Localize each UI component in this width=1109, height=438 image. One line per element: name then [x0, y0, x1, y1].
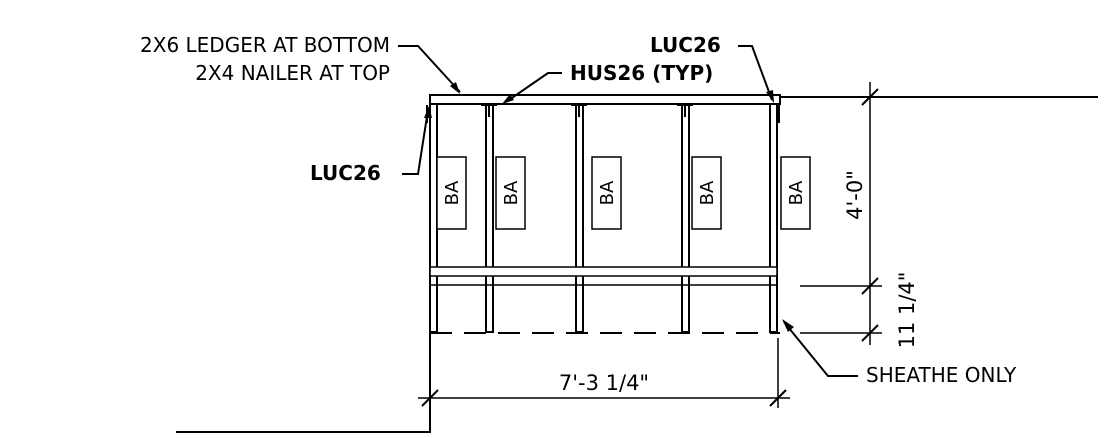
block-ba-box — [436, 156, 467, 230]
rim-board — [429, 266, 778, 277]
sheathe-label: SHEATHE ONLY — [866, 363, 1017, 387]
leader-line — [398, 45, 461, 93]
hanger — [481, 104, 497, 117]
luc-top-callout: LUC26 — [650, 33, 774, 103]
luc-left-label: LUC26 — [310, 161, 381, 185]
block-ba-box — [780, 156, 811, 230]
block-ba-label: BA — [597, 180, 618, 205]
sheathe-callout: SHEATHE ONLY — [782, 319, 1017, 387]
block-ba-box — [591, 156, 622, 230]
block-ba-box — [691, 156, 722, 230]
bottom-step-line — [176, 333, 431, 433]
height-dimension-text: 4'-0" — [843, 170, 867, 220]
tick-mark — [769, 389, 787, 407]
joist — [485, 103, 494, 333]
height-dimension: 4'-0" 11 1/4" — [800, 82, 919, 348]
blocking: BA BA BA BA BA — [436, 156, 811, 230]
ledger-callout: 2X6 LEDGER AT BOTTOM 2X4 NAILER AT TOP — [140, 33, 461, 94]
ledger-nailer — [429, 94, 781, 105]
block-ba-label: BA — [786, 180, 807, 205]
joist — [769, 103, 778, 333]
hanger — [677, 104, 693, 117]
sub-height-dimension-text: 11 1/4" — [895, 272, 919, 349]
width-dimension: 7'-3 1/4" — [418, 338, 790, 408]
hus-callout: HUS26 (TYP) — [502, 61, 713, 104]
hangers — [426, 104, 780, 123]
tick-mark — [421, 389, 439, 407]
block-ba-box — [495, 156, 526, 230]
leader-line — [738, 45, 773, 101]
arrow-head — [450, 82, 460, 94]
joist — [681, 103, 690, 333]
tick-mark — [861, 88, 879, 106]
block-ba-label: BA — [501, 180, 522, 205]
arrow-head — [782, 319, 794, 332]
leader-line — [505, 72, 562, 103]
ledger-label: 2X6 LEDGER AT BOTTOM — [140, 33, 390, 57]
arrow-head — [766, 90, 774, 103]
hanger — [571, 104, 587, 117]
luc-left-callout: LUC26 — [310, 106, 432, 185]
block-ba-label: BA — [442, 180, 463, 205]
luc-top-label: LUC26 — [650, 33, 721, 57]
nailer-label: 2X4 NAILER AT TOP — [195, 61, 390, 85]
joist — [575, 103, 584, 333]
block-ba-label: BA — [697, 180, 718, 205]
width-dimension-text: 7'-3 1/4" — [559, 371, 649, 395]
arrow-head — [424, 106, 432, 118]
leader-line — [783, 321, 858, 377]
hus-label: HUS26 (TYP) — [570, 61, 713, 85]
joist — [429, 103, 438, 333]
leader-line — [402, 109, 429, 175]
arrow-head — [502, 94, 514, 104]
